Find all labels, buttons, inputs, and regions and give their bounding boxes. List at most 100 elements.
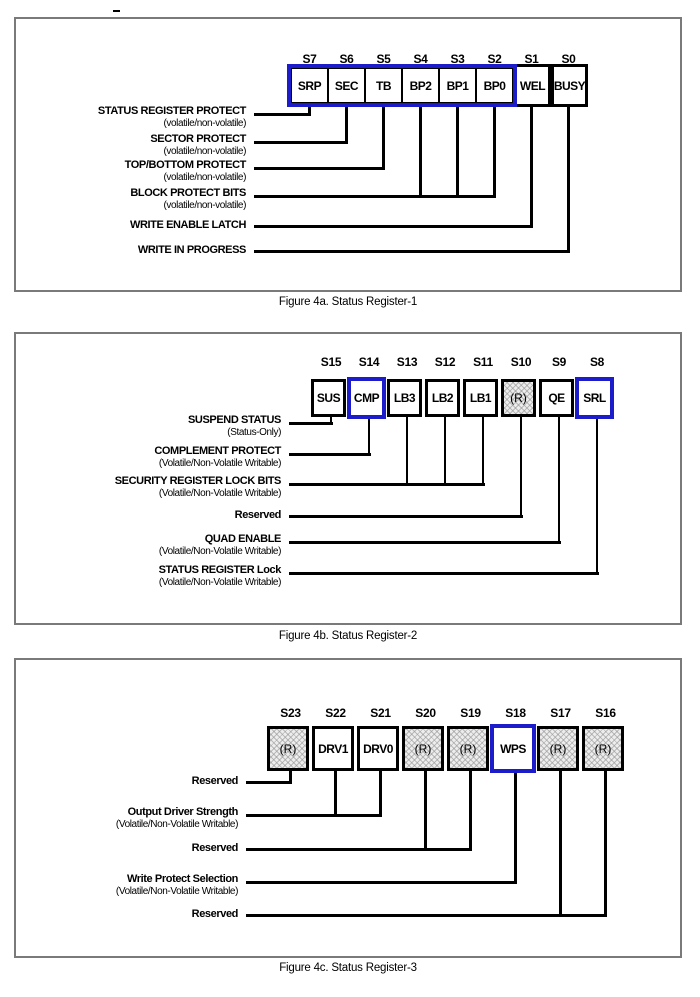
field-label-subtext: (volatile/non-volatile) — [163, 118, 246, 129]
bit-cell: BUSY — [551, 64, 588, 107]
bit-cell: SRP — [290, 67, 329, 104]
bit-number-text: S9 — [551, 355, 567, 369]
bit-number-text: S5 — [376, 52, 391, 66]
field-label: SECTOR PROTECT(volatile/non-volatile) — [0, 132, 246, 158]
field-label-text: TOP/BOTTOM PROTECT — [124, 159, 247, 171]
field-label-subtext: (Volatile/Non-Volatile Writable) — [158, 577, 281, 588]
bit-number-text: S10 — [510, 355, 532, 369]
bit-cell: CMP — [347, 377, 386, 419]
field-label-text: SECURITY REGISTER LOCK BITS — [114, 475, 282, 487]
field-label: Reserved — [0, 774, 239, 788]
connector-line — [254, 141, 348, 144]
field-label-text: STATUS REGISTER Lock — [158, 564, 282, 576]
bit-cell-text: SEC — [334, 78, 359, 93]
bit-number-text: S11 — [473, 355, 493, 369]
bit-cell-text: DRV1 — [318, 741, 348, 756]
connector-line — [405, 415, 409, 486]
bit-cell-text: DRV0 — [363, 741, 393, 756]
field-label: QUAD ENABLE(Volatile/Non-Volatile Writab… — [21, 532, 281, 558]
connector-line — [254, 225, 533, 228]
bit-cell: LB3 — [387, 379, 422, 417]
connector-line — [567, 102, 570, 253]
field-label: STATUS REGISTER PROTECT(volatile/non-vol… — [0, 104, 246, 130]
bit-number-text: S7 — [302, 52, 317, 66]
bit-number: S23 — [270, 706, 312, 720]
field-label-subtext: (Volatile/Non-Volatile Writable) — [158, 546, 281, 557]
connector-line — [559, 769, 562, 917]
connector-line — [246, 881, 517, 884]
bit-cell: SRL — [575, 377, 614, 419]
bit-number-text: S2 — [487, 52, 502, 66]
connector-line — [289, 515, 523, 518]
bit-number-text: S21 — [370, 706, 391, 720]
figure-4a-caption: Figure 4a. Status Register-1 — [278, 296, 418, 308]
bit-cell: LB2 — [425, 379, 460, 417]
bit-number: S18 — [495, 706, 537, 720]
connector-line — [424, 769, 427, 851]
bit-number: S9 — [538, 355, 580, 369]
connector-line — [289, 453, 371, 456]
field-label-subtext: (Volatile/Non-Volatile Writable) — [115, 886, 238, 897]
field-label: SUSPEND STATUS(Status-Only) — [21, 413, 281, 439]
bit-number-text: S4 — [413, 52, 428, 66]
bit-cell-text: SRL — [583, 391, 606, 405]
connector-line — [345, 102, 348, 144]
bit-cell: (R) — [537, 726, 579, 771]
connector-line — [334, 769, 337, 817]
connector-line — [530, 102, 533, 228]
connector-line — [469, 769, 472, 851]
bit-cell: (R) — [501, 379, 536, 417]
field-label-text: STATUS REGISTER PROTECT — [97, 105, 246, 117]
field-label-text: Reserved — [191, 908, 239, 920]
bit-cell: DRV1 — [312, 726, 354, 771]
bit-number: S17 — [540, 706, 582, 720]
connector-line — [289, 483, 485, 486]
figure-4c-caption: Figure 4c. Status Register-3 — [279, 962, 417, 974]
field-label-subtext: (Status-Only) — [227, 427, 281, 438]
bit-number: S13 — [386, 355, 428, 369]
bit-cell-text: LB3 — [393, 391, 416, 405]
bit-cell-text: (R) — [414, 741, 432, 756]
field-label-text: WRITE ENABLE LATCH — [129, 219, 246, 231]
connector-line — [443, 415, 447, 486]
field-label: Reserved — [0, 841, 239, 855]
bit-cell: BP1 — [438, 67, 477, 104]
bit-cell: (R) — [447, 726, 489, 771]
bit-cell: DRV0 — [357, 726, 399, 771]
bit-number-text: S12 — [434, 355, 456, 369]
bit-number: S15 — [310, 355, 352, 369]
bit-cell-text: BUSY — [553, 78, 586, 93]
connector-line — [289, 572, 599, 575]
connector-line — [246, 814, 382, 817]
connector-line — [557, 415, 561, 544]
field-label: COMPLEMENT PROTECT(Volatile/Non-Volatile… — [21, 444, 281, 470]
field-label-text: Reserved — [234, 509, 282, 521]
connector-line — [246, 914, 607, 917]
field-label-text: QUAD ENABLE — [204, 533, 282, 545]
bit-number-text: S20 — [415, 706, 436, 720]
field-label: TOP/BOTTOM PROTECT(volatile/non-volatile… — [0, 158, 247, 184]
bit-number-text: S22 — [325, 706, 346, 720]
bit-number-text: S15 — [320, 355, 342, 369]
bit-number: S21 — [360, 706, 402, 720]
field-label: BLOCK PROTECT BITS(volatile/non-volatile… — [0, 186, 246, 212]
bit-cell-text: (R) — [549, 741, 567, 756]
bit-number-text: S8 — [589, 355, 605, 369]
connector-line — [604, 769, 607, 917]
bit-number: S2 — [474, 52, 516, 66]
bit-cell-text: BP0 — [483, 78, 506, 93]
field-label-text: Write Protect Selection — [126, 873, 238, 885]
field-label-text: WRITE IN PROGRESS — [137, 244, 247, 256]
bit-number: S1 — [511, 52, 553, 66]
connector-line — [246, 848, 472, 851]
bit-number: S14 — [348, 355, 390, 369]
bit-number: S19 — [450, 706, 492, 720]
connector-line — [254, 113, 311, 116]
bit-number: S22 — [315, 706, 357, 720]
connector-line — [289, 769, 292, 784]
bit-cell-text: (R) — [279, 741, 297, 756]
bit-cell-text: LB1 — [469, 391, 492, 405]
